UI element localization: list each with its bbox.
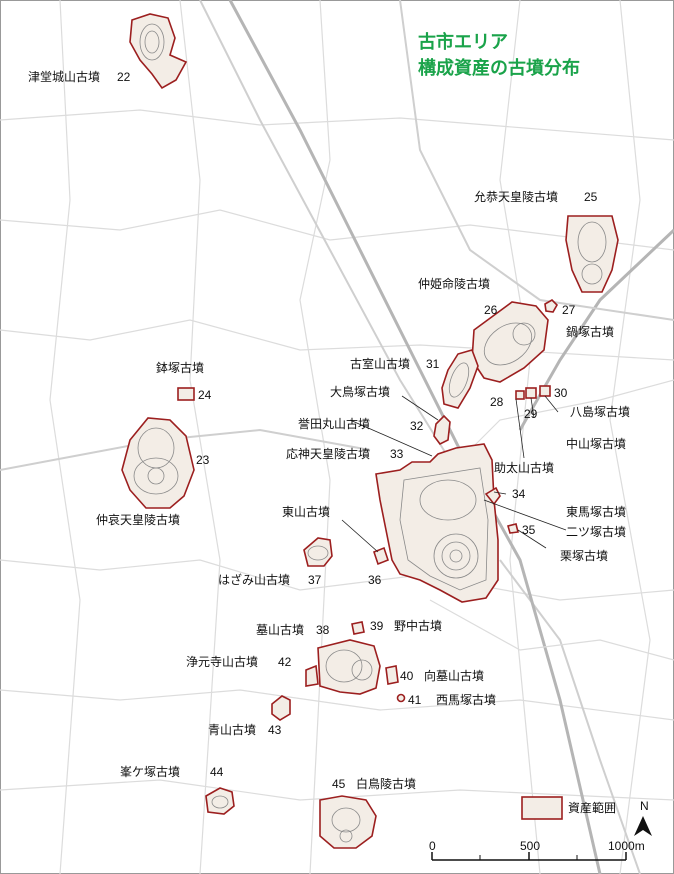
num-35: 35 xyxy=(522,523,536,537)
kofun-26[interactable] xyxy=(471,301,549,383)
label-30: 八島塚古墳 xyxy=(570,404,630,419)
label-22: 津堂城山古墳 xyxy=(28,69,100,84)
scale-0: 0 xyxy=(429,839,436,853)
label-37: はざみ山古墳 xyxy=(218,572,290,587)
kofun-22[interactable] xyxy=(129,13,188,90)
label-40: 向墓山古墳 xyxy=(424,668,484,683)
num-37: 37 xyxy=(308,573,322,587)
kofun-23[interactable] xyxy=(121,417,195,509)
north-arrow-icon xyxy=(634,816,652,836)
label-32: 大鳥塚古墳 xyxy=(330,384,390,399)
label-33: 応神天皇陵古墳 xyxy=(286,446,370,461)
label-31: 古室山古墳 xyxy=(350,356,410,371)
title-line-1: 古市エリア xyxy=(418,31,508,53)
label-23: 仲哀天皇陵古墳 xyxy=(96,512,180,527)
kofun-40[interactable] xyxy=(385,665,399,685)
num-25: 25 xyxy=(584,190,598,204)
scale-1000: 1000m xyxy=(608,839,645,853)
label-44: 峯ケ塚古墳 xyxy=(120,764,180,779)
label-42: 浄元寺山古墳 xyxy=(186,654,258,669)
kofun-39[interactable] xyxy=(351,621,365,635)
site-labels: 津堂城山古墳 22 允恭天皇陵古墳 25 仲姫命陵古墳 26 27 鍋塚古墳 古… xyxy=(28,69,630,791)
kofun-43[interactable] xyxy=(271,695,291,721)
kofun-38[interactable] xyxy=(317,639,381,695)
num-33: 33 xyxy=(390,447,404,461)
num-31: 31 xyxy=(426,357,440,371)
num-32: 32 xyxy=(410,419,424,433)
label-27: 鍋塚古墳 xyxy=(566,324,614,339)
scale-bar: 0 500 1000m xyxy=(429,839,645,861)
kofun-34[interactable] xyxy=(484,486,501,506)
kofun-42[interactable] xyxy=(305,664,319,687)
num-30: 30 xyxy=(554,386,568,400)
kofun-25[interactable] xyxy=(565,215,619,293)
leader-lines xyxy=(341,395,567,553)
kofun-32[interactable] xyxy=(433,414,451,446)
title-line-2: 構成資産の古墳分布 xyxy=(418,57,580,79)
north-arrow: N xyxy=(634,799,652,836)
num-39: 39 xyxy=(370,619,384,633)
label-41: 西馬塚古墳 xyxy=(436,692,496,707)
num-34: 34 xyxy=(512,487,526,501)
num-45: 45 xyxy=(332,777,346,791)
num-38: 38 xyxy=(316,623,330,637)
num-42: 42 xyxy=(278,655,292,669)
label-24: 鉢塚古墳 xyxy=(156,360,204,375)
num-28: 28 xyxy=(490,395,504,409)
num-44: 44 xyxy=(210,765,224,779)
num-40: 40 xyxy=(400,669,414,683)
num-41: 41 xyxy=(408,693,422,707)
kofun-30[interactable] xyxy=(539,385,551,397)
kofun-37[interactable] xyxy=(303,537,333,567)
label-43: 青山古墳 xyxy=(208,722,256,737)
legend-swatch xyxy=(521,796,563,820)
label-34: 東馬塚古墳 xyxy=(566,504,626,519)
num-29: 29 xyxy=(524,407,538,421)
kofun-44[interactable] xyxy=(205,787,235,815)
num-24: 24 xyxy=(198,388,212,402)
kofun-28[interactable] xyxy=(515,390,525,400)
kofun-29[interactable] xyxy=(525,387,537,399)
north-label: N xyxy=(640,799,649,813)
label-35: 栗塚古墳 xyxy=(560,548,608,563)
legend: 資産範囲 xyxy=(521,796,616,820)
kofun-33[interactable] xyxy=(375,443,499,603)
label-33b: 誉田丸山古墳 xyxy=(298,416,370,431)
kofun-27[interactable] xyxy=(544,299,558,313)
num-36: 36 xyxy=(368,573,382,587)
label-36: 東山古墳 xyxy=(282,504,330,519)
label-26: 仲姫命陵古墳 xyxy=(418,276,490,291)
label-28: 助太山古墳 xyxy=(494,460,554,475)
num-43: 43 xyxy=(268,723,282,737)
num-27: 27 xyxy=(562,303,576,317)
label-38: 墓山古墳 xyxy=(256,622,304,637)
kofun-45[interactable] xyxy=(319,795,377,849)
kofun-41[interactable] xyxy=(396,693,406,703)
label-34b: 二ツ塚古墳 xyxy=(566,524,626,539)
label-39: 野中古墳 xyxy=(394,618,442,633)
label-25: 允恭天皇陵古墳 xyxy=(474,189,558,204)
num-22: 22 xyxy=(117,70,131,84)
legend-label: 資産範囲 xyxy=(568,800,616,815)
kofun-35[interactable] xyxy=(507,523,519,534)
num-26: 26 xyxy=(484,303,498,317)
label-45: 白鳥陵古墳 xyxy=(356,776,416,791)
scale-500: 500 xyxy=(520,839,540,853)
label-29: 中山塚古墳 xyxy=(566,436,626,451)
kofun-31[interactable] xyxy=(441,349,479,409)
kofun-24[interactable] xyxy=(177,387,195,401)
num-23: 23 xyxy=(196,453,210,467)
